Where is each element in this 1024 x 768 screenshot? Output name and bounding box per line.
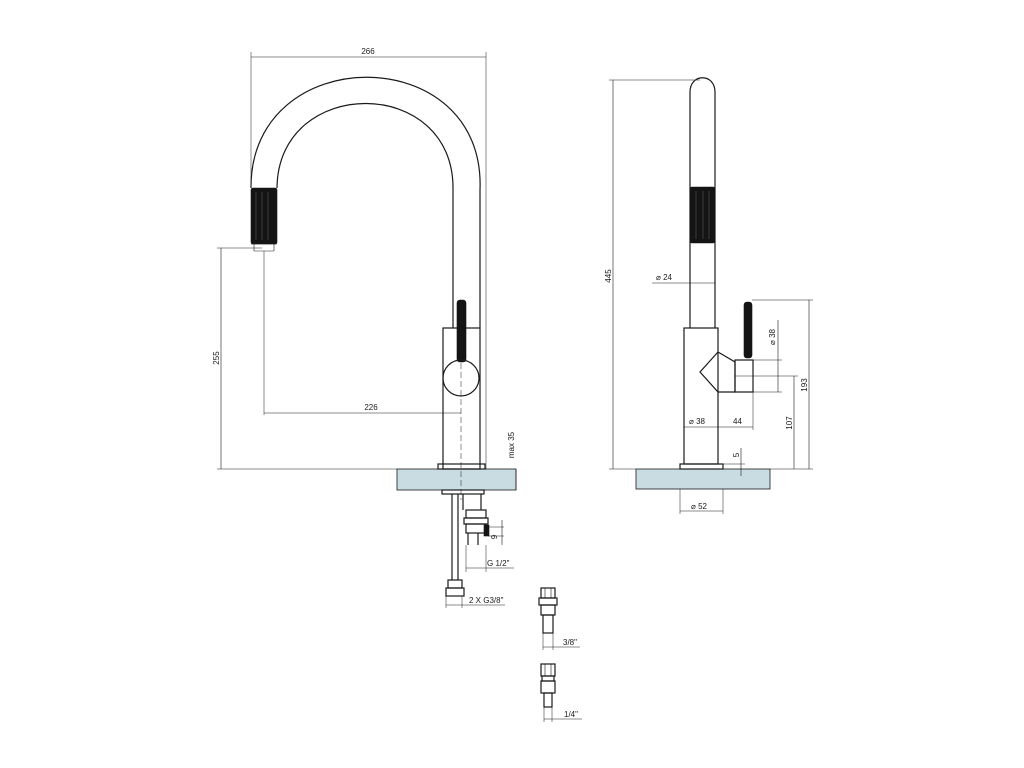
side-spout xyxy=(689,77,716,328)
spout-inner-line xyxy=(276,103,454,328)
base-height-label: 5 xyxy=(732,452,741,457)
lever-handle xyxy=(456,299,467,363)
side-view: 445 ⌀ 24 ⌀ 38 193 107 ⌀ 38 44 5 ⌀ 52 xyxy=(604,77,813,514)
spout-diameter-label: ⌀ 24 xyxy=(656,273,673,282)
thread-label: G 1/2" xyxy=(487,559,510,568)
side-aerator-grip xyxy=(689,186,716,244)
aerator-grip xyxy=(250,187,278,245)
reach-label: 226 xyxy=(364,403,378,412)
handle-diameter-label: ⌀ 38 xyxy=(768,328,777,345)
adapter-2-label: 1/4" xyxy=(564,710,578,719)
height-label: 255 xyxy=(212,351,221,365)
width-label: 266 xyxy=(361,47,375,56)
lever-height-label: 193 xyxy=(800,378,809,392)
side-countertop xyxy=(635,468,771,490)
thread-height-label: 9 xyxy=(490,534,499,539)
adapter-1-4: 1/4" xyxy=(540,663,582,722)
front-countertop xyxy=(396,468,517,491)
adapter-3-8: 3/8" xyxy=(538,587,580,650)
body-diameter-label: ⌀ 38 xyxy=(689,417,706,426)
adapter-1-label: 3/8" xyxy=(563,638,577,647)
base-diameter-label: ⌀ 52 xyxy=(691,502,708,511)
total-height-label: 445 xyxy=(604,269,613,283)
side-lever-handle xyxy=(743,301,753,359)
deck-thickness-label: max 35 xyxy=(507,431,516,458)
lever-offset-label: 44 xyxy=(733,417,742,426)
outlet-height-label: 107 xyxy=(785,416,794,430)
hose-label: 2 X G3/8" xyxy=(469,596,504,605)
front-view: 266 255 226 max 35 9 G 1/2" 2 X G3/8" xyxy=(212,47,517,608)
spout-outer-line xyxy=(250,76,481,328)
side-lever-hub xyxy=(699,351,736,393)
side-body xyxy=(683,327,719,465)
